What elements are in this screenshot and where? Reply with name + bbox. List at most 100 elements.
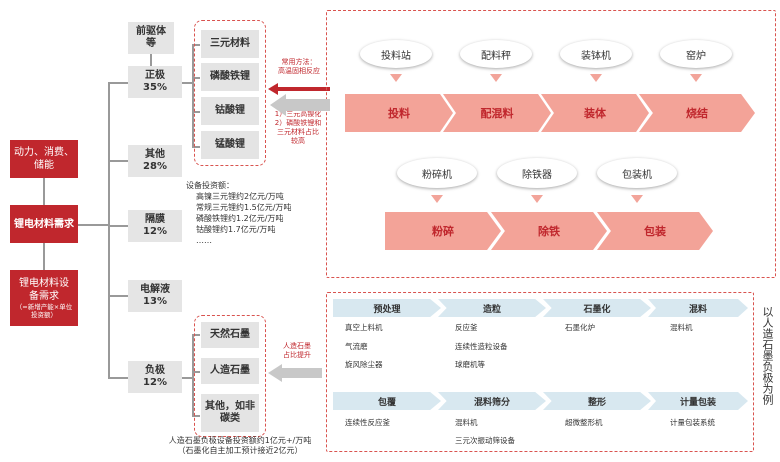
- common-method-line-1: 常用方法：: [281, 58, 317, 66]
- category-cathode-line-1: 正极: [145, 70, 165, 81]
- investment-item-2: 常规三元锂约1.5亿元/万吨: [196, 203, 292, 212]
- category-electrolyte: 电解液 13%: [128, 280, 182, 312]
- anode-item-jet-mill: 气流磨: [345, 342, 368, 351]
- equipment-demand-line-1: 锂电材料设: [19, 278, 69, 289]
- category-separator-line-2: 12%: [143, 226, 167, 237]
- category-precursor-line-2: 等: [146, 38, 156, 49]
- category-electrolyte-line-1: 电解液: [140, 284, 170, 295]
- cathode-process-arrow: [270, 94, 330, 116]
- anode-item-vacuum-feeder: 真空上料机: [345, 323, 383, 332]
- equipment-iron-remover: 除铁器: [497, 158, 577, 188]
- anode-item-granulator: 连续性造粒设备: [455, 342, 508, 351]
- arrow-anode-process: [268, 364, 322, 382]
- anode-investment-line-1: 人造石墨负极设备投资额约1亿元+/万吨: [168, 436, 312, 445]
- investment-title: 设备投资额：: [186, 181, 234, 190]
- equipment-kiln: 窑炉: [660, 40, 732, 68]
- demand-box: 锂电材料需求: [10, 205, 78, 243]
- cathode-material-ternary: 三元材料: [201, 30, 259, 58]
- category-precursor-line-1: 前驱体: [136, 26, 166, 37]
- bracket-cathode-t4: [192, 146, 200, 148]
- category-other-line-1: 其他: [145, 149, 165, 160]
- step-iron-removal: 除铁: [491, 212, 607, 250]
- category-precursor: 前驱体 等: [128, 22, 174, 54]
- down-arrow-6: [531, 195, 543, 203]
- connector-driver-demand: [43, 178, 45, 205]
- cathode-material-lmo: 锰酸锂: [201, 131, 259, 159]
- step-feeding: 投料: [345, 94, 453, 132]
- cathode-materials-group: [194, 20, 266, 166]
- bracket-anode: [192, 334, 194, 416]
- artificial-graphite-line-2: 占比提升: [283, 351, 311, 359]
- anode-item-graphitization-furnace: 石墨化炉: [565, 323, 595, 332]
- bracket-anode-t3: [192, 415, 200, 417]
- anode-side-label: 以人造石墨负极为例: [761, 306, 774, 405]
- connector-anode-materials: [182, 377, 192, 379]
- anode-investment-note: 人造石墨负极设备投资额约1亿元+/万吨 （石墨化自主加工预计接近2亿元）: [140, 436, 340, 456]
- category-separator: 隔膜 12%: [128, 210, 182, 242]
- cathode-trend-line-3: 三元材料占比: [277, 128, 319, 136]
- anode-step-mixing: 混料: [648, 299, 748, 317]
- anode-item-shaper: 超微整形机: [565, 418, 603, 427]
- category-electrolyte-line-2: 13%: [143, 296, 167, 307]
- cathode-trend-note: 1）三元高镍化 2）磷酸铁锂和 三元材料占比 较高: [266, 110, 330, 146]
- anode-investment-line-2: （石墨化自主加工预计接近2亿元）: [177, 446, 303, 455]
- bracket-cathode-t2: [192, 77, 200, 79]
- category-other-line-2: 28%: [143, 161, 167, 172]
- artificial-graphite-line-1: 人造石墨: [283, 342, 311, 350]
- anode-step-packaging: 计量包装: [648, 392, 748, 410]
- anode-step-shaping: 整形: [543, 392, 651, 410]
- cathode-material-lco: 钴酸锂: [201, 97, 259, 125]
- connector-demand-tree: [78, 224, 108, 226]
- step-loading: 装体: [541, 94, 649, 132]
- bracket-cathode-t3: [192, 111, 200, 113]
- cathode-trend-line-4: 较高: [291, 137, 305, 145]
- category-anode-line-1: 负极: [145, 365, 165, 376]
- anode-step-sieving: 混料筛分: [438, 392, 546, 410]
- category-anode: 负极 12%: [128, 361, 182, 393]
- anode-step-graphitization: 石墨化: [543, 299, 651, 317]
- equipment-packer: 包装机: [597, 158, 677, 188]
- category-anode-line-2: 12%: [143, 377, 167, 388]
- bracket-cathode: [192, 44, 194, 147]
- equipment-demand-box: 锂电材料设 备需求 （=新增产能×单位投资额）: [10, 270, 78, 326]
- anode-materials-group: [194, 315, 266, 437]
- anode-item-reactor: 反应釜: [455, 323, 478, 332]
- equipment-batching-scale: 配料秤: [460, 40, 532, 68]
- branch-anode: [108, 377, 128, 379]
- arrow-process-to-cathode: [268, 80, 330, 95]
- anode-material-artificial: 人造石墨: [201, 358, 259, 384]
- category-cathode: 正极 35%: [128, 66, 182, 98]
- category-separator-line-1: 隔膜: [145, 214, 165, 225]
- driver-box: 动力、消费、储能: [10, 140, 78, 178]
- bracket-anode-t1: [192, 334, 200, 336]
- cathode-material-lfp: 磷酸铁锂: [201, 63, 259, 91]
- equipment-sagger-loader: 装钵机: [560, 40, 632, 68]
- investment-item-1: 高镍三元锂约2亿元/万吨: [196, 192, 284, 201]
- anode-step-granulation: 造粒: [438, 299, 546, 317]
- common-method-note: 常用方法： 高温固相反应: [268, 58, 330, 76]
- step-packaging: 包装: [597, 212, 713, 250]
- down-arrow-1: [390, 74, 402, 82]
- down-arrow-4: [690, 74, 702, 82]
- anode-item-mixer-2: 混料机: [455, 418, 478, 427]
- branch-other: [108, 160, 128, 162]
- investment-item-4: 钴酸锂约1.7亿元/万吨: [196, 225, 276, 234]
- connector-cathode-materials: [182, 82, 192, 84]
- investment-list: 设备投资额： 高镍三元锂约2亿元/万吨 常规三元锂约1.5亿元/万吨 磷酸铁锂约…: [186, 180, 326, 246]
- equipment-demand-line-2: 备需求: [29, 291, 59, 302]
- branch-cathode: [108, 82, 128, 84]
- branch-separator: [108, 225, 128, 227]
- anode-item-vibrating-screen: 三元次振动筛设备: [455, 436, 515, 445]
- anode-material-natural: 天然石墨: [201, 322, 259, 348]
- down-arrow-3: [590, 74, 602, 82]
- tree-trunk: [108, 82, 110, 378]
- bracket-anode-t2: [192, 371, 200, 373]
- investment-item-3: 磷酸铁锂约1.2亿元/万吨: [196, 214, 284, 223]
- connector-demand-equip: [43, 243, 45, 270]
- step-sintering: 烧结: [639, 94, 755, 132]
- cathode-trend-line-2: 2）磷酸铁锂和: [274, 119, 322, 127]
- anode-item-mixer-1: 混料机: [670, 323, 693, 332]
- bracket-cathode-t1: [192, 44, 200, 46]
- anode-process-panel: [326, 292, 754, 452]
- equipment-demand-note: （=新增产能×单位投资额）: [15, 303, 73, 319]
